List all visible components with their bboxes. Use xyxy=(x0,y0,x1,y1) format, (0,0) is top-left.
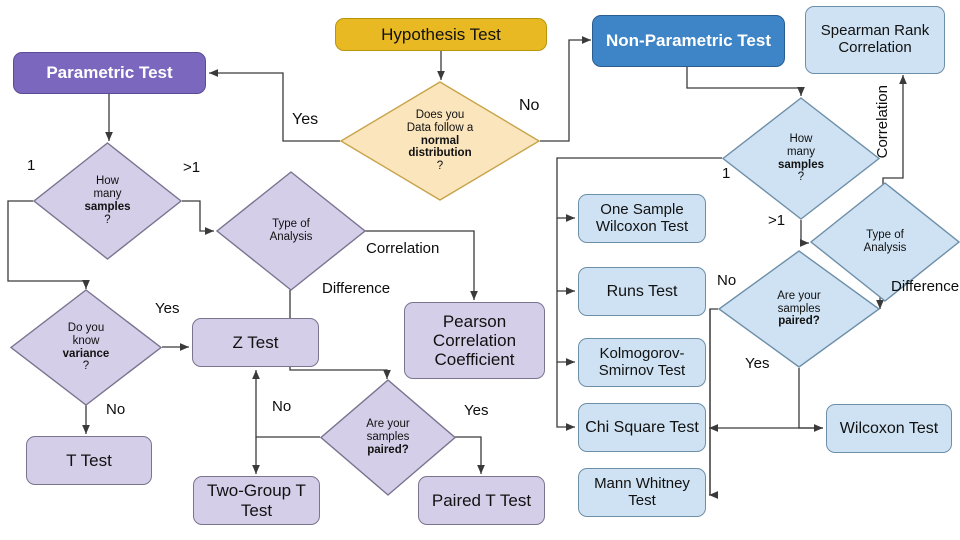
node-parametric-test-label: Parametric Test xyxy=(46,63,173,83)
node-runs-test[interactable]: Runs Test xyxy=(578,267,706,316)
rpair-line3: paired? xyxy=(778,315,820,328)
edge-label-right-one: 1 xyxy=(722,165,731,182)
edge-label-yes-normal: Yes xyxy=(292,111,319,128)
node-mann-whitney-label: Mann Whitney Test xyxy=(594,474,690,509)
node-pearson-label: Pearson Correlation Coefficient xyxy=(432,311,517,370)
lhms-line1: How xyxy=(95,175,119,188)
node-one-sample-wilcoxon-test[interactable]: One Sample Wilcoxon Test xyxy=(578,194,706,243)
node-right-type-of-analysis-decision[interactable]: Type of Analysis xyxy=(810,182,960,302)
node-hypothesis-test[interactable]: Hypothesis Test xyxy=(335,18,547,51)
node-normal-distribution-decision[interactable]: Does you Data follow a normal distributi… xyxy=(340,81,540,201)
normal-line1: Does you xyxy=(415,108,465,121)
edge-label-right-difference: Difference xyxy=(891,278,960,295)
rhms-line2: many xyxy=(786,145,816,158)
node-z-test[interactable]: Z Test xyxy=(192,318,319,367)
node-runs-test-label: Runs Test xyxy=(606,282,678,300)
rtoa-line2: Analysis xyxy=(863,242,907,254)
node-chi-square-test[interactable]: Chi Square Test xyxy=(578,403,706,452)
node-t-test-label: T Test xyxy=(66,450,112,470)
node-parametric-test[interactable]: Parametric Test xyxy=(13,52,206,94)
normal-line5: ? xyxy=(436,160,444,173)
edge-label-left-difference: Difference xyxy=(322,280,391,297)
edge-label-right-paired-yes: Yes xyxy=(745,355,770,372)
ltoa-line1: Type of xyxy=(272,218,310,231)
node-spearman-rank-correlation[interactable]: Spearman Rank Correlation xyxy=(805,6,945,74)
node-paired-t-test[interactable]: Paired T Test xyxy=(418,476,545,525)
node-nonparametric-test-label: Non-Parametric Test xyxy=(605,31,771,51)
edge-label-left-paired-no: No xyxy=(272,398,292,415)
node-left-type-of-analysis-decision[interactable]: Type of Analysis xyxy=(216,171,366,291)
edge-label-variance-yes: Yes xyxy=(155,300,180,317)
node-nonparametric-test[interactable]: Non-Parametric Test xyxy=(592,15,785,67)
node-know-variance-decision[interactable]: Do you know variance ? xyxy=(10,289,162,406)
diamond-shape xyxy=(340,81,540,201)
edge-label-left-more-than-one: >1 xyxy=(183,159,201,176)
edge-label-left-one: 1 xyxy=(27,157,36,174)
node-chi-square-label: Chi Square Test xyxy=(585,418,699,436)
edge-label-right-correlation: Correlation xyxy=(874,85,891,159)
edge-label-right-paired-no: No xyxy=(717,272,737,289)
edge-label-right-more-than-one: >1 xyxy=(768,212,786,229)
edge-label-variance-no: No xyxy=(106,401,126,418)
rhms-line4: ? xyxy=(797,171,805,184)
rpair-line2: samples xyxy=(777,302,821,315)
node-spearman-label: Spearman Rank Correlation xyxy=(820,22,930,56)
node-paired-t-test-label: Paired T Test xyxy=(431,490,532,510)
node-wilcoxon-test[interactable]: Wilcoxon Test xyxy=(826,404,952,453)
node-two-group-t-test-label: Two-Group T Test xyxy=(207,481,306,520)
node-t-test[interactable]: T Test xyxy=(26,436,152,485)
rpair-line1: Are your xyxy=(777,289,821,302)
edge-label-left-correlation: Correlation xyxy=(366,240,440,257)
node-z-test-label: Z Test xyxy=(232,332,279,352)
normal-line4: distribution xyxy=(408,147,472,160)
normal-line3: normal xyxy=(420,134,460,147)
kv-line3: variance xyxy=(62,347,110,360)
diamond-shape xyxy=(810,182,960,302)
edge-label-no-normal: No xyxy=(519,97,540,114)
diamond-shape xyxy=(320,379,456,496)
node-two-group-t-test[interactable]: Two-Group T Test xyxy=(193,476,320,525)
lhms-line3: samples xyxy=(84,201,131,213)
node-one-sample-wilcoxon-label: One Sample Wilcoxon Test xyxy=(595,200,689,235)
lhms-line4: ? xyxy=(104,213,111,226)
lhms-line2: many xyxy=(93,188,122,201)
rtoa-line1: Type of xyxy=(866,229,904,242)
node-kolmogorov-smirnov-test[interactable]: Kolmogorov-Smirnov Test xyxy=(578,338,706,387)
node-kolmogorov-smirnov-label: Kolmogorov-Smirnov Test xyxy=(598,344,686,379)
normal-line2: Data follow a xyxy=(406,121,474,134)
lpair-line2: samples xyxy=(366,431,410,444)
node-right-how-many-samples-decision[interactable]: How many samples ? xyxy=(722,97,880,220)
ltoa-line2: Analysis xyxy=(269,231,313,243)
kv-line4: ? xyxy=(82,360,90,373)
kv-line2: know xyxy=(72,334,100,347)
node-wilcoxon-test-label: Wilcoxon Test xyxy=(839,419,939,437)
rhms-line1: How xyxy=(789,132,813,145)
node-hypothesis-test-label: Hypothesis Test xyxy=(381,24,501,44)
lpair-line1: Are your xyxy=(366,418,410,431)
diamond-shape xyxy=(722,97,880,220)
node-left-how-many-samples-decision[interactable]: How many samples ? xyxy=(33,142,182,260)
rhms-line3: samples xyxy=(777,158,825,171)
diamond-shape xyxy=(718,250,880,368)
node-mann-whitney-test[interactable]: Mann Whitney Test xyxy=(578,468,706,517)
lpair-line3: paired? xyxy=(367,443,409,456)
node-pearson-correlation-coefficient[interactable]: Pearson Correlation Coefficient xyxy=(404,302,545,379)
node-right-samples-paired-decision[interactable]: Are your samples paired? xyxy=(718,250,880,368)
node-left-samples-paired-decision[interactable]: Are your samples paired? xyxy=(320,379,456,496)
edge-label-left-paired-yes: Yes xyxy=(464,402,489,419)
kv-line1: Do you xyxy=(67,321,105,334)
